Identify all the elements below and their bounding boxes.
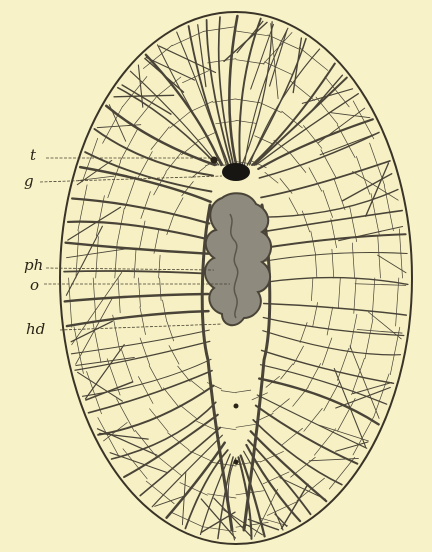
label-o: o (30, 276, 39, 294)
label-g: g (24, 172, 34, 190)
posterior-pore-2 (234, 460, 239, 465)
label-t: t (30, 146, 37, 164)
pharynx (205, 193, 271, 325)
label-hd: hd (26, 320, 45, 338)
tentacle-spot (211, 157, 218, 164)
posterior-pore-1 (234, 404, 239, 409)
label-ph: ph (24, 256, 43, 274)
ganglion (222, 163, 250, 181)
